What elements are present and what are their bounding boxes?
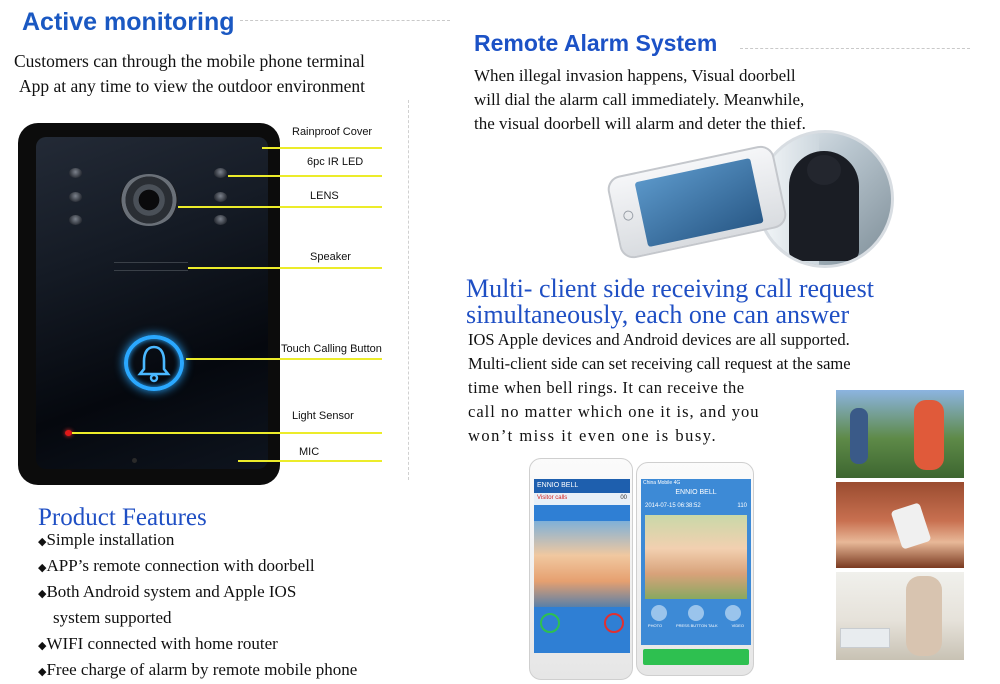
feature-item: system supported	[53, 608, 172, 627]
callout-line	[262, 147, 382, 149]
multi-client-text: IOS Apple devices and Android devices ar…	[468, 330, 851, 445]
ir-led-icon	[214, 168, 227, 178]
speaker-grille	[114, 262, 188, 271]
end-call-icon[interactable]	[604, 613, 624, 633]
callout-light-sensor: Light Sensor	[292, 410, 354, 422]
camera-lens-icon	[120, 174, 178, 226]
callout-line	[228, 175, 382, 177]
callout-mic: MIC	[299, 446, 320, 458]
feature-item: ◆APP’s remote connection with doorbell	[38, 556, 315, 575]
touch-calling-button	[124, 335, 184, 391]
feature-item: ◆Simple installation	[38, 530, 175, 549]
callout-lens: LENS	[310, 190, 339, 202]
divider	[408, 100, 409, 480]
remote-alarm-title: Remote Alarm System	[474, 30, 718, 56]
ir-led-icon	[69, 215, 82, 225]
photo-button-icon[interactable]	[651, 605, 668, 621]
callout-line	[72, 432, 382, 434]
talk-button-icon[interactable]	[687, 605, 704, 621]
ir-led-icon	[214, 192, 227, 202]
divider	[240, 20, 450, 21]
app-header: ENNIO BELL	[534, 479, 630, 493]
call-actions	[641, 599, 751, 621]
bullet-icon: ◆	[38, 666, 47, 678]
people-photo-phone	[836, 482, 964, 568]
answer-bar[interactable]	[643, 649, 749, 665]
multi-client-title: Multi- client side receiving call reques…	[466, 274, 874, 329]
divider	[740, 48, 970, 49]
callout-line	[178, 206, 382, 208]
remote-alarm-text: When illegal invasion happens, Visual do…	[474, 66, 806, 133]
feature-item: ◆Free charge of alarm by remote mobile p…	[38, 660, 358, 679]
features-list: ◆Simple installation ◆APP’s remote conne…	[38, 528, 357, 684]
ir-led-icon	[214, 215, 227, 225]
active-monitoring-line-2: App at any time to view the outdoor envi…	[19, 76, 366, 96]
callout-touch-calling-button: Touch Calling Button	[281, 343, 382, 355]
callout-rainproof-cover: Rainproof Cover	[292, 126, 373, 138]
visitor-video-image	[645, 515, 747, 599]
answer-call-icon[interactable]	[540, 613, 560, 633]
active-monitoring-title: Active monitoring	[22, 8, 235, 36]
ir-led-icon	[69, 168, 82, 178]
bell-icon	[137, 345, 171, 383]
feature-item: ◆Both Android system and Apple IOS	[38, 582, 297, 601]
callout-speaker: Speaker	[310, 251, 351, 263]
callout-line	[188, 267, 382, 269]
mic-dot	[132, 458, 137, 463]
call-controls	[534, 607, 630, 639]
light-sensor-dot	[65, 430, 72, 436]
video-button-icon[interactable]	[724, 605, 741, 621]
product-features-title: Product Features	[38, 504, 207, 531]
callout-line	[238, 460, 382, 462]
phone-screen: China Mobile 4G ENNIO BELL 2014-07-15 06…	[641, 479, 751, 645]
ir-led-icon	[69, 192, 82, 202]
bullet-icon: ◆	[38, 536, 47, 548]
app-header: ENNIO BELL	[675, 489, 717, 496]
status-bar: China Mobile 4G	[643, 480, 681, 486]
family-video-image	[534, 521, 630, 607]
callout-line	[186, 358, 382, 360]
people-photo-kitchen	[836, 572, 964, 660]
bullet-icon: ◆	[38, 562, 47, 574]
active-monitoring-line-1: Customers can through the mobile phone t…	[14, 51, 365, 71]
ios-phone: China Mobile 4G ENNIO BELL 2014-07-15 06…	[636, 462, 754, 676]
bullet-icon: ◆	[38, 588, 47, 600]
callout-ir-led: 6pc IR LED	[307, 156, 364, 168]
people-photo-golf	[836, 390, 964, 478]
feature-item: ◆WIFI connected with home router	[38, 634, 278, 653]
bullet-icon: ◆	[38, 640, 47, 652]
